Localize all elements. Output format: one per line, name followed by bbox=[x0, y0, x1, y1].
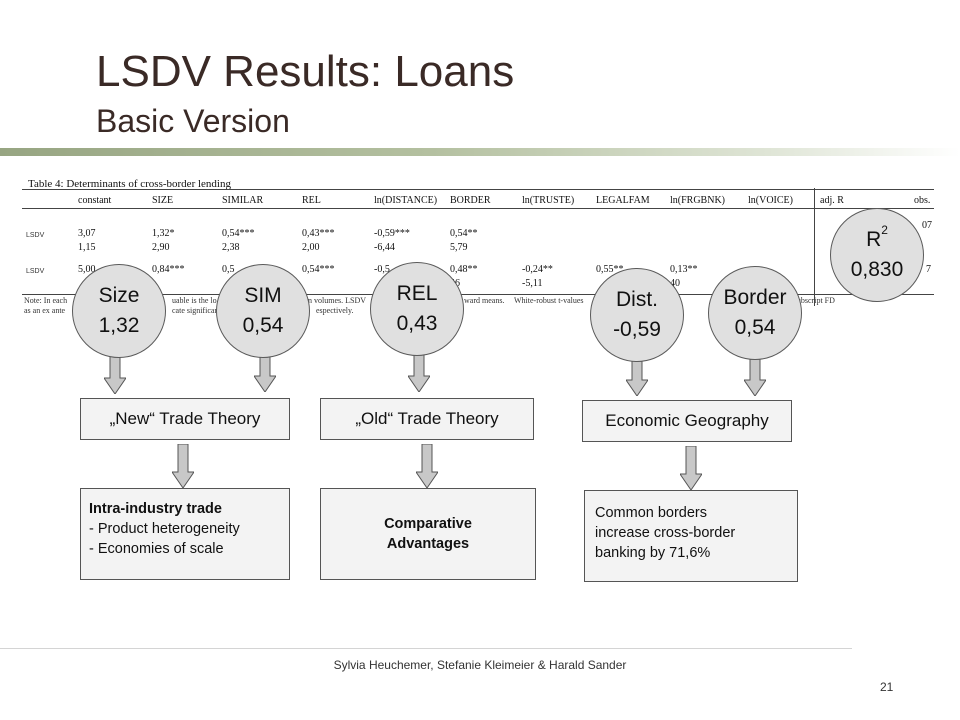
table-note: White-robust t-values bbox=[514, 296, 584, 305]
r-squared-circle: R2 0,830 bbox=[830, 208, 924, 302]
table-cell: 0,54*** bbox=[222, 228, 255, 239]
table-header: obs. bbox=[914, 195, 931, 206]
coefficient-value: 0,43 bbox=[396, 312, 438, 335]
result-line: increase cross-border bbox=[595, 525, 736, 541]
old-trade-theory-box: „Old“ Trade Theory bbox=[320, 398, 534, 440]
coefficient-name: Size bbox=[98, 284, 140, 307]
result-line: - Product heterogeneity bbox=[89, 521, 240, 537]
coefficient-name: SIM bbox=[244, 284, 282, 307]
size-coefficient-circle: Size 1,32 bbox=[72, 264, 166, 358]
table-header: ln(FRGBNK) bbox=[670, 195, 726, 206]
table-cell: 0,84*** bbox=[152, 264, 185, 275]
slide-subtitle: Basic Version bbox=[96, 103, 290, 139]
table-header: SIMILAR bbox=[222, 195, 264, 206]
table-cell: 07 bbox=[922, 220, 932, 231]
coefficient-name: Dist. bbox=[616, 288, 658, 311]
table-cell: 2,00 bbox=[302, 242, 320, 253]
new-trade-theory-box: „New“ Trade Theory bbox=[80, 398, 290, 440]
coefficient-name: Border bbox=[723, 286, 787, 309]
coefficient-value: 1,32 bbox=[98, 314, 140, 337]
table-cell: 2,90 bbox=[152, 242, 170, 253]
result-line: Comparative bbox=[384, 516, 472, 532]
table-cell: 1,15 bbox=[78, 242, 96, 253]
table-header: constant bbox=[78, 195, 112, 206]
result-line: - Economies of scale bbox=[89, 541, 224, 557]
table-cell: -5,11 bbox=[522, 278, 543, 289]
sim-coefficient-circle: SIM 0,54 bbox=[216, 264, 310, 358]
page-number: 21 bbox=[880, 680, 894, 694]
regression-table: Table 4: Determinants of cross-border le… bbox=[22, 178, 934, 318]
table-note: n volumes. LSDV bbox=[308, 296, 366, 305]
table-cell: 2,38 bbox=[222, 242, 240, 253]
table-cell: 0,54*** bbox=[302, 264, 335, 275]
table-cell: 0,5 bbox=[222, 264, 235, 275]
table-cell: 5,79 bbox=[450, 242, 468, 253]
title-accent-bar bbox=[0, 148, 960, 156]
table-cell: 0,55** bbox=[596, 264, 624, 275]
result-line: Advantages bbox=[386, 536, 470, 552]
table-note: espectively. bbox=[316, 306, 354, 315]
table-rule-bottom bbox=[22, 294, 934, 295]
table-note: the subscript FD bbox=[782, 296, 835, 305]
r-squared-value: 0,830 bbox=[850, 258, 904, 281]
table-cell: 0,43*** bbox=[302, 228, 335, 239]
table-note: as an ex ante bbox=[24, 306, 66, 315]
table-cell: -0,24** bbox=[522, 264, 553, 275]
table-note: cate significan bbox=[172, 306, 219, 315]
coefficient-value: 0,54 bbox=[734, 316, 776, 339]
rel-coefficient-circle: REL 0,43 bbox=[370, 262, 464, 356]
table-cell: -0,5 bbox=[374, 264, 390, 275]
table-header: ln(VOICE) bbox=[748, 195, 793, 206]
result-line: banking by 71,6% bbox=[595, 545, 711, 561]
coefficient-value: -0,59 bbox=[613, 318, 661, 341]
footer-divider bbox=[0, 648, 852, 649]
coefficient-value: 0,54 bbox=[242, 314, 284, 337]
distance-coefficient-circle: Dist. -0,59 bbox=[590, 268, 684, 362]
table-divider bbox=[814, 188, 815, 306]
table-header: adj. R bbox=[820, 195, 844, 206]
table-row-label: LSDV bbox=[26, 232, 45, 239]
table-cell: -0,59*** bbox=[374, 228, 410, 239]
table-caption: Table 4: Determinants of cross-border le… bbox=[28, 178, 231, 190]
table-header: BORDER bbox=[450, 195, 491, 206]
table-cell: 40 bbox=[670, 278, 680, 289]
table-cell: 0,13** bbox=[670, 264, 698, 275]
r-squared-label: R2 bbox=[866, 223, 888, 251]
table-cell: 0,48** bbox=[450, 264, 478, 275]
table-header: ln(TRUSTE) bbox=[522, 195, 575, 206]
comparative-advantages-box: Comparative Advantages bbox=[320, 488, 536, 580]
table-cell: 5,00 bbox=[78, 264, 96, 275]
slide-title: LSDV Results: Loans bbox=[96, 47, 515, 96]
table-header: ln(DISTANCE) bbox=[374, 195, 438, 206]
table-note: Note: In each bbox=[24, 296, 68, 305]
table-cell: -6,44 bbox=[374, 242, 395, 253]
table-cell: 3,07 bbox=[78, 228, 96, 239]
table-header: REL bbox=[302, 195, 321, 206]
table-rule-top bbox=[22, 189, 934, 190]
table-cell: 7 bbox=[926, 264, 931, 275]
down-arrow-icon bbox=[416, 444, 438, 488]
table-rule-header bbox=[22, 208, 934, 209]
footer-authors: Sylvia Heuchemer, Stefanie Kleimeier & H… bbox=[333, 658, 627, 672]
table-cell: 0,54** bbox=[450, 228, 478, 239]
result-line: Common borders bbox=[595, 505, 708, 521]
common-borders-box: Common borders increase cross-border ban… bbox=[584, 490, 798, 582]
result-heading: Intra-industry trade bbox=[89, 501, 222, 517]
table-note: uable is the lo bbox=[172, 296, 217, 305]
down-arrow-icon bbox=[172, 444, 194, 488]
table-header: SIZE bbox=[152, 195, 174, 206]
table-cell: 1,32* bbox=[152, 228, 175, 239]
border-coefficient-circle: Border 0,54 bbox=[708, 266, 802, 360]
down-arrow-icon bbox=[680, 446, 702, 490]
table-note: ward means. bbox=[464, 296, 505, 305]
coefficient-name: REL bbox=[396, 282, 438, 305]
table-row-label: LSDV bbox=[26, 268, 45, 275]
economic-geography-box: Economic Geography bbox=[582, 400, 792, 442]
table-header: LEGALFAM bbox=[596, 195, 650, 206]
intra-industry-trade-box: Intra-industry trade - Product heterogen… bbox=[80, 488, 290, 580]
